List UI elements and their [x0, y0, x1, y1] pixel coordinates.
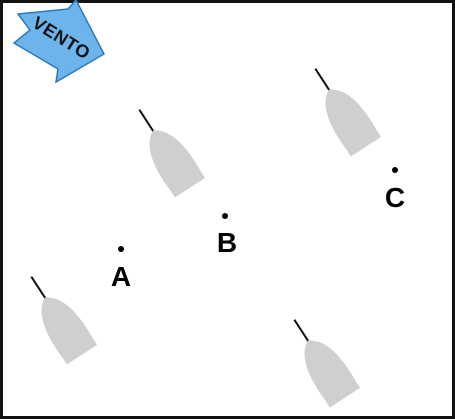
boat-hull — [325, 89, 382, 157]
boat-1 — [138, 109, 206, 198]
wind-arrow: VENTO — [12, 0, 105, 84]
boat-2 — [314, 68, 382, 157]
boat-mast — [293, 319, 312, 346]
boat-hull — [41, 297, 98, 365]
point-a-label: A — [111, 261, 131, 292]
point-a-dot — [118, 246, 124, 252]
boat-mast — [314, 68, 333, 95]
point-b-label: B — [217, 227, 237, 258]
boat-3 — [30, 276, 98, 365]
point-c-dot — [392, 167, 398, 173]
point-c: C — [385, 167, 405, 213]
point-b-dot — [222, 213, 228, 219]
point-a: A — [111, 246, 131, 292]
boat-mast — [30, 276, 49, 303]
boat-4 — [293, 319, 361, 408]
boat-hull — [304, 340, 361, 408]
point-c-label: C — [385, 182, 405, 213]
point-b: B — [217, 213, 237, 258]
boat-hull — [149, 130, 206, 198]
